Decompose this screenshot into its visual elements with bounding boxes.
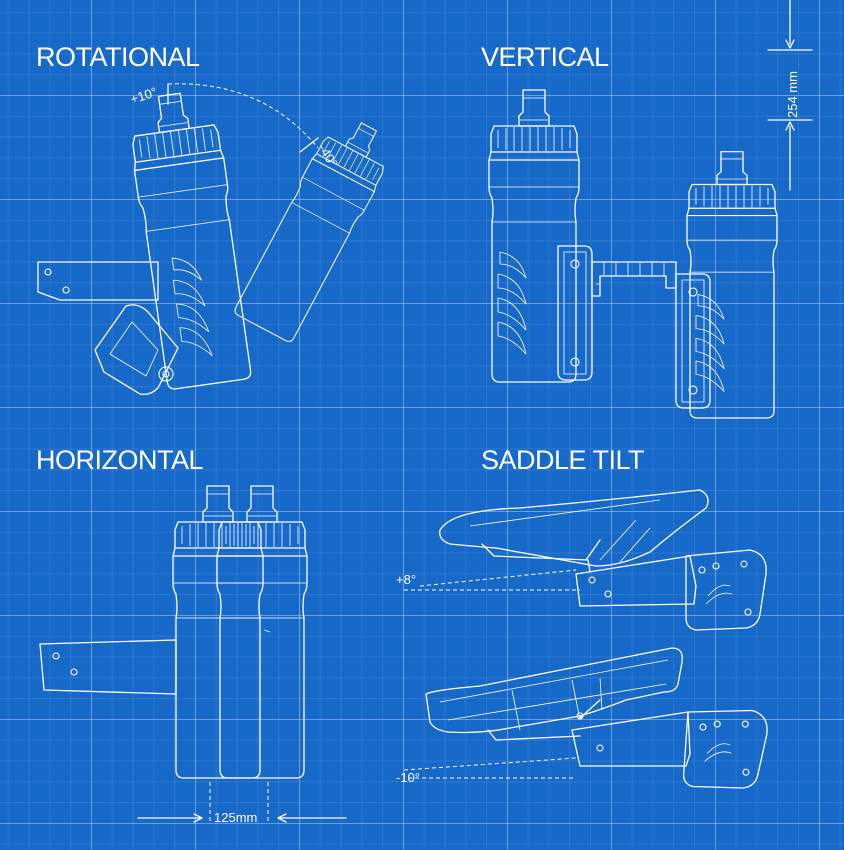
saddle-angle-down: -10° xyxy=(396,770,420,785)
saddle-tilt-drawing: +8° -10° xyxy=(396,489,770,793)
rotational-title: ROTATIONAL xyxy=(36,42,200,72)
horizontal-drawing: 125mm xyxy=(39,485,347,825)
vertical-title: VERTICAL xyxy=(481,42,609,72)
vertical-drawing: 254 mm xyxy=(488,0,813,419)
saddle-angle-up: +8° xyxy=(396,572,416,587)
saddle-tilt-title: SADDLE TILT xyxy=(481,445,644,475)
vertical-dimension: 254 mm xyxy=(785,71,800,118)
rotational-drawing: +10° -40° xyxy=(37,83,401,396)
rotational-angle-up: +10° xyxy=(128,84,159,107)
horizontal-dimension: 125mm xyxy=(214,810,257,825)
horizontal-title: HORIZONTAL xyxy=(36,445,203,475)
